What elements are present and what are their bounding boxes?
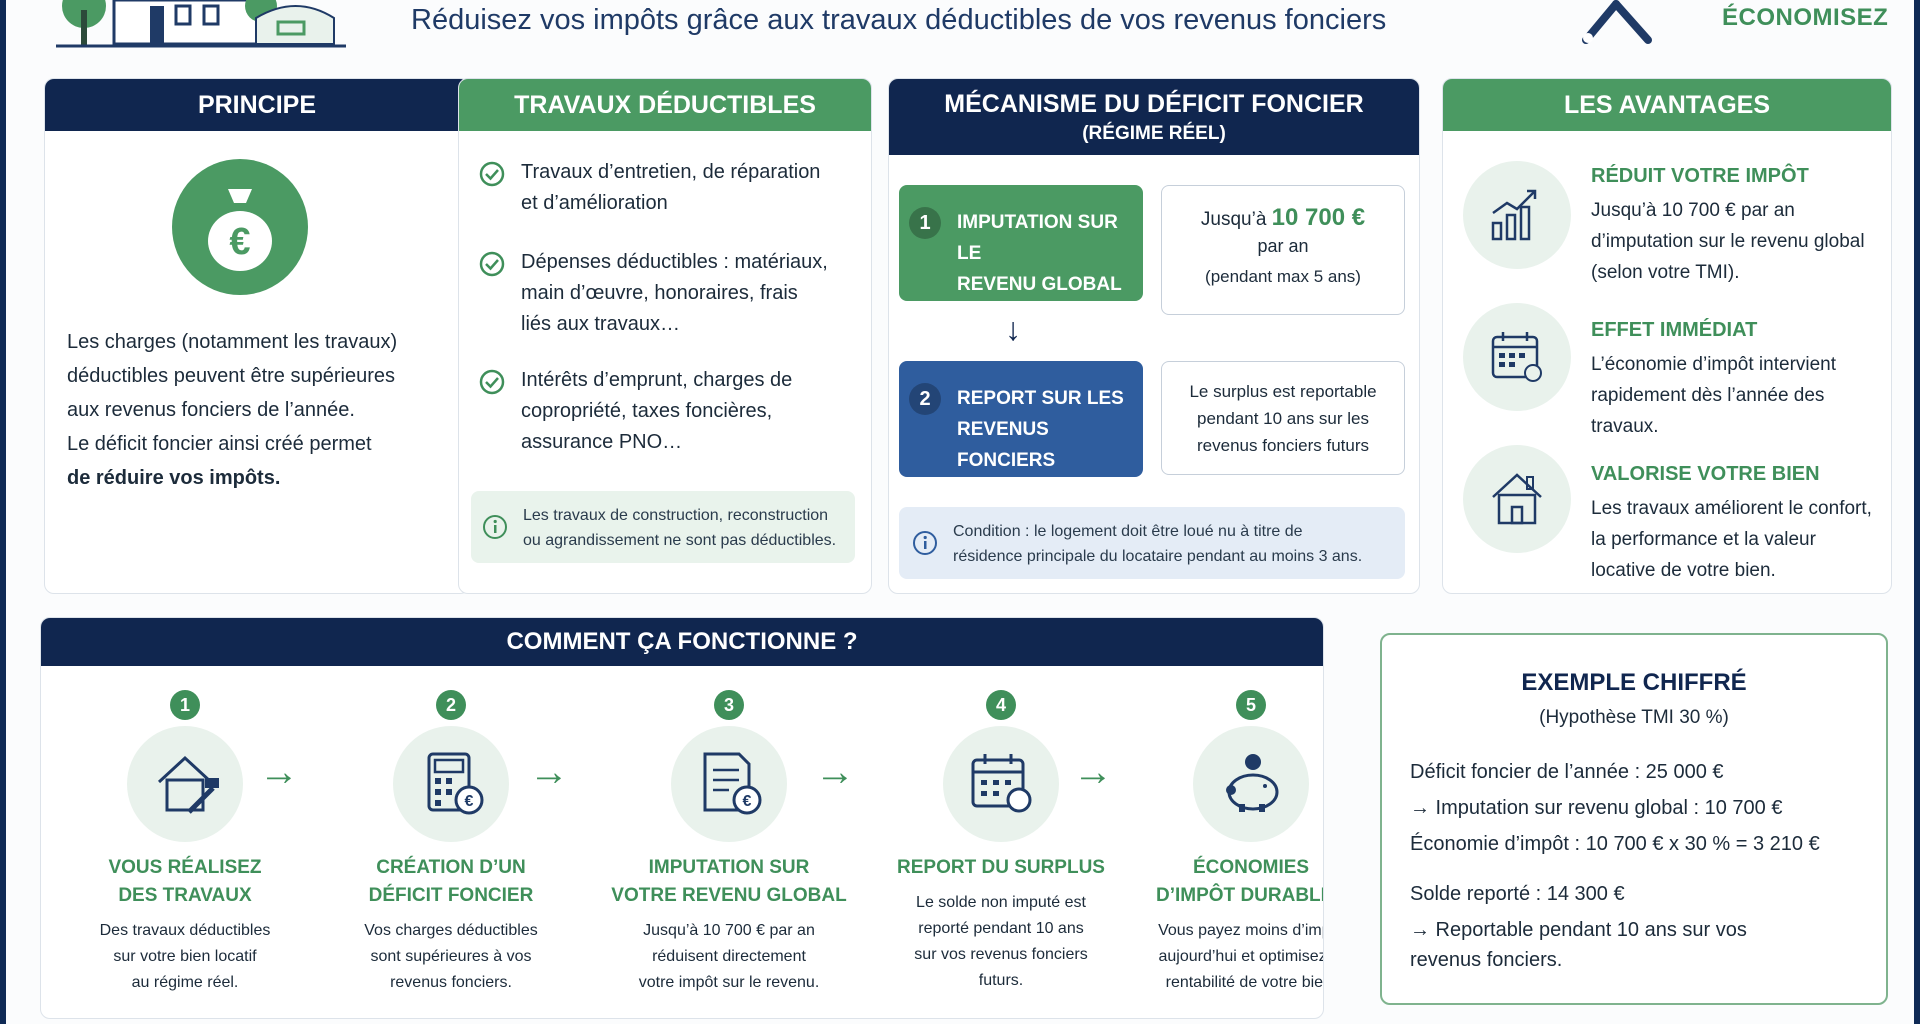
check-circle-icon: [479, 251, 505, 277]
imputation-limit-box: Jusqu’à 10 700 € par an (pendant max 5 a…: [1161, 185, 1405, 315]
arrow-right-icon: →: [815, 750, 855, 794]
house-illustration-icon: [56, 0, 346, 48]
house-icon: [1463, 445, 1571, 553]
exemple-chiffre-card: EXEMPLE CHIFFRÉ (Hypothèse TMI 30 %) Déf…: [1380, 633, 1888, 1005]
calendar-icon: [943, 726, 1059, 842]
info-icon: [913, 531, 937, 555]
principe-card: PRINCIPE € Les charges (notamment les tr…: [44, 78, 470, 594]
avantage-title: VALORISE VOTRE BIEN: [1591, 463, 1820, 485]
step-badge: 4: [986, 690, 1016, 720]
step-badge: 5: [1236, 690, 1266, 720]
document-euro-icon: €: [671, 726, 787, 842]
svg-text:€: €: [743, 793, 752, 810]
check-circle-icon: [479, 369, 505, 395]
exemple-line: → Reportable pendant 10 ans sur vos: [1410, 919, 1747, 941]
arrow-right-icon: →: [1073, 750, 1113, 794]
exemple-line: → Imputation sur revenu global : 10 700 …: [1410, 797, 1783, 819]
left-frame-border: [0, 0, 6, 1024]
right-frame-border: [1914, 0, 1920, 1024]
header-economisez-label: ÉCONOMISEZ: [1722, 4, 1889, 31]
travaux-info-note: Les travaux de construction, reconstruct…: [471, 491, 855, 563]
principe-text: Les charges (notamment les travaux) dédu…: [67, 331, 398, 489]
avantage-title: RÉDUIT VOTRE IMPÔT: [1591, 165, 1809, 187]
infographic-canvas: Réduisez vos impôts grâce aux travaux dé…: [6, 0, 1914, 1024]
exemple-subtitle: (Hypothèse TMI 30 %): [1539, 707, 1729, 728]
step-badge: 1: [170, 690, 200, 720]
mecanisme-title: MÉCANISME DU DÉFICIT FONCIER (RÉGIME RÉE…: [889, 79, 1419, 155]
step-badge: 2: [436, 690, 466, 720]
mecanisme-subtitle: (RÉGIME RÉEL): [1082, 123, 1226, 144]
calendar-icon: [1463, 303, 1571, 411]
step-badge: 3: [714, 690, 744, 720]
flow-step: 4 REPORT DU SURPLUS Le solde non imputé …: [881, 690, 1121, 994]
condition-note: Condition : le logement doit être loué n…: [899, 507, 1405, 579]
mecanisme-card: MÉCANISME DU DÉFICIT FONCIER (RÉGIME RÉE…: [888, 78, 1420, 594]
exemple-line: Solde reporté : 14 300 €: [1410, 883, 1625, 905]
info-icon: [483, 515, 507, 539]
arrow-right-icon: →: [259, 750, 299, 794]
comment-title: COMMENT ÇA FONCTIONNE ?: [41, 618, 1323, 666]
piggy-bank-icon: [1193, 726, 1309, 842]
avantages-title: LES AVANTAGES: [1443, 79, 1891, 131]
exemple-line: revenus fonciers.: [1410, 949, 1563, 971]
report-surplus-box: Le surplus est reportable pendant 10 ans…: [1161, 361, 1405, 475]
travaux-card: TRAVAUX DÉDUCTIBLES Travaux d’entretien,…: [458, 78, 872, 594]
chart-growth-icon: [1463, 161, 1571, 269]
exemple-title: EXEMPLE CHIFFRÉ: [1521, 669, 1747, 696]
exemple-line: Déficit foncier de l’année : 25 000 €: [1410, 761, 1724, 783]
avantage-text: Les travaux améliorent le confort,la per…: [1591, 498, 1872, 581]
page-title: Réduisez vos impôts grâce aux travaux dé…: [411, 4, 1387, 36]
check-circle-icon: [479, 161, 505, 187]
principe-title: PRINCIPE: [45, 79, 469, 131]
svg-text:€: €: [229, 221, 250, 263]
house-tools-icon: [127, 726, 243, 842]
avantage-title: EFFET IMMÉDIAT: [1591, 319, 1758, 341]
arrow-down-icon: ↓: [1005, 311, 1021, 347]
avantages-card: LES AVANTAGES RÉDUIT VOTRE IMPÔT Jusqu’à…: [1442, 78, 1892, 594]
travaux-title: TRAVAUX DÉDUCTIBLES: [459, 79, 871, 131]
wrench-screwdriver-icon: [1582, 0, 1652, 44]
calculator-icon: €: [393, 726, 509, 842]
svg-text:€: €: [465, 793, 474, 810]
arrow-right-icon: →: [529, 750, 569, 794]
exemple-line: Économie d’impôt : 10 700 € x 30 % = 3 2…: [1410, 833, 1820, 855]
money-bag-icon: €: [172, 159, 308, 295]
